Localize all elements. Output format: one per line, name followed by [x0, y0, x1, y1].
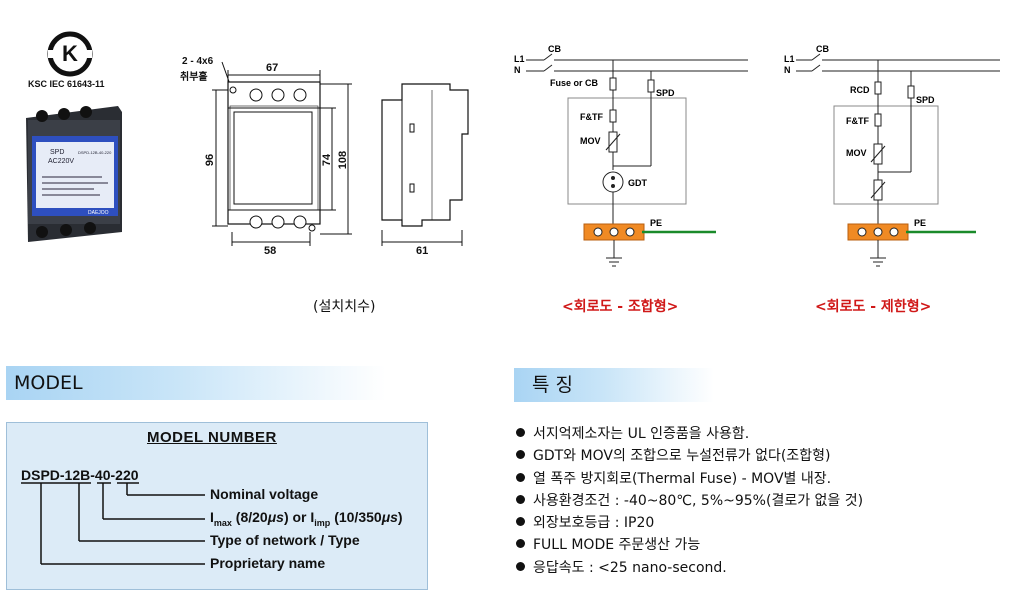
svg-text:N: N [784, 65, 791, 75]
product-photo: SPD AC220V DSPD-12B-40-220 DAEJOO [20, 96, 126, 248]
bullet-icon [516, 517, 525, 527]
current-rating-label: Imax (8/20μs) or Iimp (10/350μs) [210, 509, 403, 528]
model-number-box: MODEL NUMBER DSPD-12B-40-220 Nominal vol… [6, 422, 428, 590]
svg-text:108: 108 [337, 151, 349, 169]
svg-text:K: K [62, 41, 78, 66]
certification-label: KSC IEC 61643-11 [28, 79, 105, 89]
model-section-title: MODEL [14, 372, 83, 394]
proprietary-name-label: Proprietary name [210, 555, 326, 571]
model-code-part: 40 [94, 467, 111, 483]
svg-text:GDT: GDT [628, 178, 648, 188]
feature-item: 응답속도 : <25 nano-second. [516, 557, 1006, 579]
bullet-icon [516, 472, 525, 482]
svg-text:취부홀: 취부홀 [180, 70, 208, 83]
circuit-combined-caption: <회로도 - 조합형> [562, 299, 679, 315]
svg-text:2 - 4x6: 2 - 4x6 [182, 56, 214, 67]
svg-text:SPD: SPD [50, 149, 64, 156]
feature-item: 열 폭주 방지회로(Thermal Fuse) - MOV별 내장. [516, 468, 1006, 490]
svg-text:L1: L1 [784, 54, 795, 64]
model-section-header: MODEL [6, 366, 386, 400]
model-code-part: - [90, 467, 95, 483]
model-code-part: - [110, 467, 116, 483]
dimension-caption: (설치치수) [313, 299, 376, 315]
feature-item: FULL MODE 주문생산 가능 [516, 534, 1006, 556]
bullet-icon [516, 428, 525, 437]
network-type-label: Type of network / Type [210, 532, 360, 548]
svg-text:F&TF: F&TF [846, 116, 869, 126]
svg-text:PE: PE [914, 218, 926, 228]
feature-item: GDT와 MOV의 조합으로 누설전류가 없다(조합형) [516, 445, 1006, 467]
svg-text:CB: CB [548, 44, 561, 54]
bullet-icon [516, 494, 525, 504]
circuit-limited-diagram: L1 N CB RCD F&TF MOV SPD [782, 40, 1002, 272]
bullet-icon [516, 561, 525, 571]
svg-text:MOV: MOV [846, 148, 867, 158]
svg-text:58: 58 [264, 245, 276, 257]
feature-item: 서지억제소자는 UL 인증품을 사용함. [516, 423, 1006, 445]
svg-text:SPD: SPD [916, 95, 935, 105]
svg-text:67: 67 [266, 62, 278, 74]
model-code-leader-lines [21, 482, 205, 565]
feature-item: 외장보호등급 : IP20 [516, 512, 1006, 534]
svg-text:74: 74 [321, 153, 333, 166]
bullet-icon [516, 539, 525, 549]
model-code: DSPD-12B-40-220 [21, 467, 139, 483]
svg-text:61: 61 [416, 245, 428, 257]
svg-text:L1: L1 [514, 54, 525, 64]
circuit-limited-caption: <회로도 - 제한형> [815, 299, 932, 315]
svg-text:AC220V: AC220V [48, 158, 74, 165]
nominal-voltage-label: Nominal voltage [210, 486, 319, 502]
model-code-part: 220 [115, 467, 139, 483]
features-list: 서지억제소자는 UL 인증품을 사용함. GDT와 MOV의 조합으로 누설전류… [516, 423, 1006, 579]
svg-text:PE: PE [650, 218, 662, 228]
svg-text:MOV: MOV [580, 136, 601, 146]
svg-text:96: 96 [204, 154, 216, 166]
circuit-combined-diagram: L1 N CB Fuse or CB F&TF MOV GDT SPD [512, 40, 752, 272]
svg-text:DAEJOO: DAEJOO [88, 210, 109, 216]
svg-text:CB: CB [816, 44, 829, 54]
svg-text:DSPD-12B-40-220: DSPD-12B-40-220 [78, 150, 112, 155]
ks-mark-icon: K [47, 31, 93, 77]
features-section-header: 특 징 [514, 368, 714, 402]
model-code-part: DSPD-12B [21, 467, 91, 483]
svg-text:Fuse or CB: Fuse or CB [550, 78, 599, 88]
svg-text:SPD: SPD [656, 88, 675, 98]
svg-text:F&TF: F&TF [580, 112, 603, 122]
dimension-drawing: 2 - 4x6 취부홀 67 58 96 74 [170, 50, 470, 260]
svg-text:N: N [514, 65, 521, 75]
certification-mark: K [46, 30, 94, 78]
svg-text:RCD: RCD [850, 85, 870, 95]
bullet-icon [516, 450, 525, 460]
features-section-title: 특 징 [532, 374, 573, 396]
model-number-title: MODEL NUMBER [147, 429, 277, 446]
feature-item: 사용환경조건 : -40~80℃, 5%~95%(결로가 없을 것) [516, 490, 1006, 512]
